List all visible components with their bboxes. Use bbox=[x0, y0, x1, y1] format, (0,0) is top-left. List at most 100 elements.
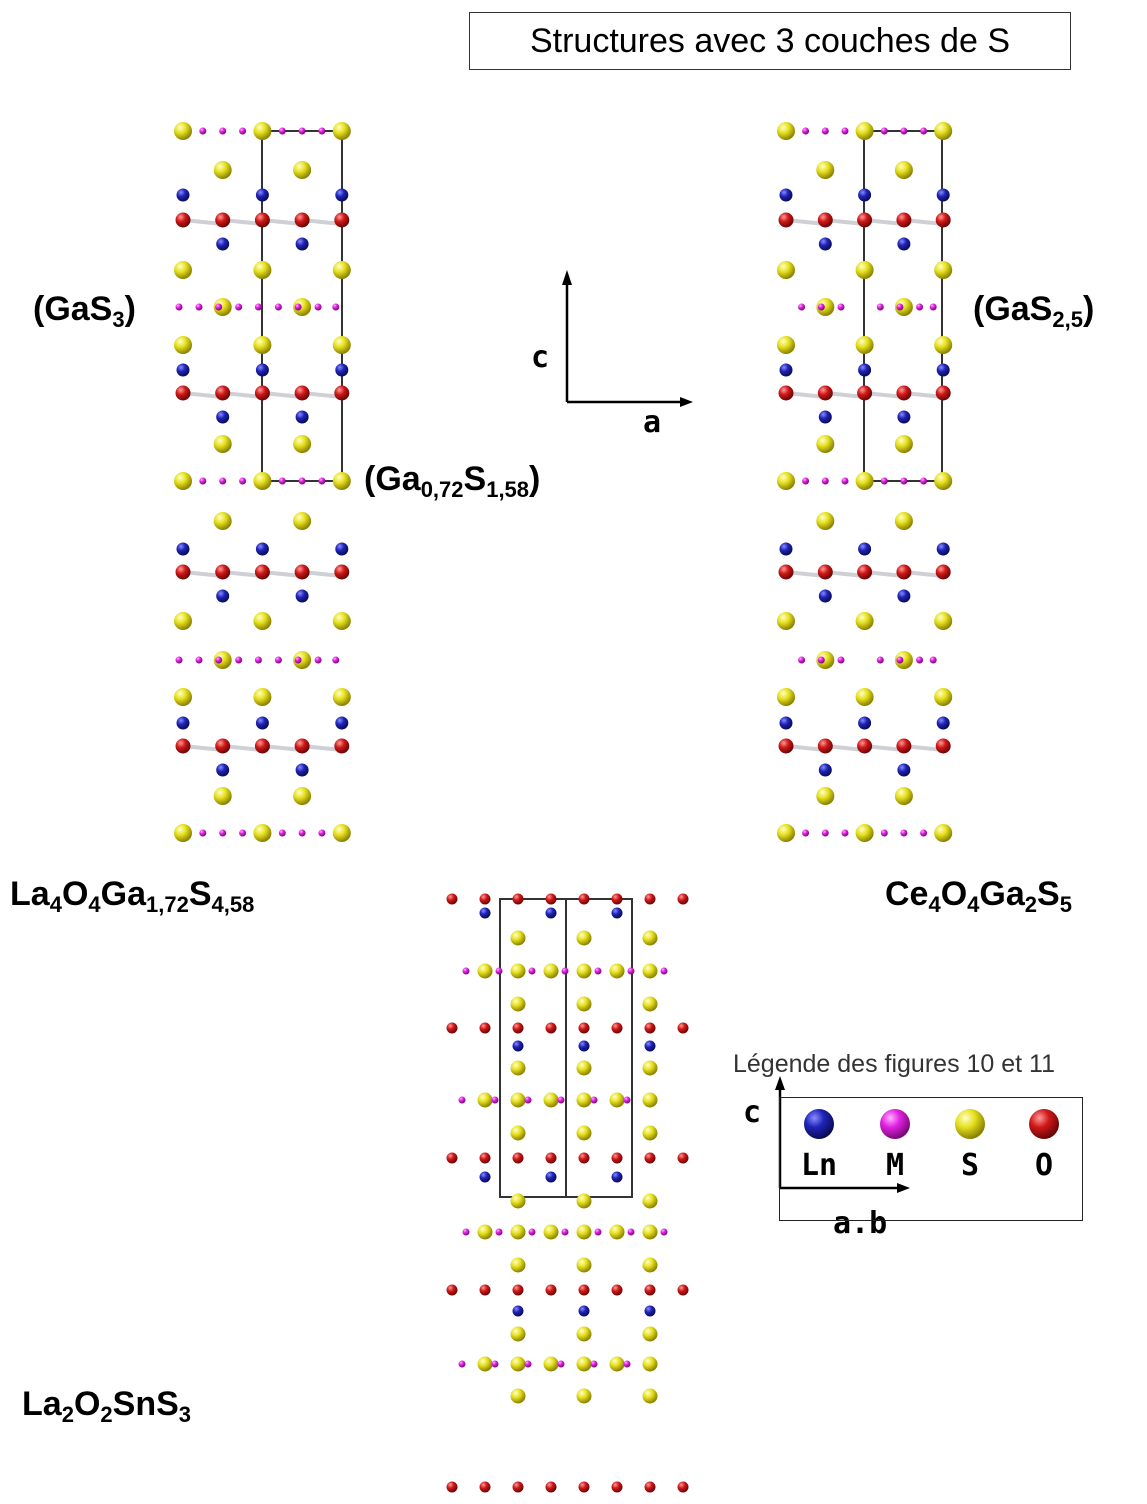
label-gas25: (GaS2,5) bbox=[973, 290, 1095, 332]
atom-s bbox=[816, 161, 835, 179]
atom-ln bbox=[578, 1305, 590, 1317]
atom-o bbox=[578, 1152, 590, 1164]
atom-m bbox=[627, 967, 635, 975]
atom-s bbox=[934, 472, 953, 490]
atom-m bbox=[298, 127, 306, 135]
atom-ln bbox=[779, 188, 793, 202]
atom-ln bbox=[216, 237, 230, 251]
atom-m bbox=[215, 656, 223, 664]
atom-s bbox=[576, 930, 592, 946]
atom-m bbox=[195, 303, 203, 311]
atom-o bbox=[294, 385, 310, 401]
atom-m bbox=[195, 656, 203, 664]
atom-s bbox=[174, 824, 192, 842]
atom-s bbox=[332, 336, 351, 354]
atom-ln bbox=[295, 589, 309, 603]
atom-s bbox=[777, 261, 795, 279]
atom-m bbox=[278, 477, 286, 485]
atom-o bbox=[294, 564, 310, 580]
atom-s bbox=[642, 930, 658, 946]
atom-o bbox=[479, 893, 491, 905]
atom-ln bbox=[216, 410, 230, 424]
atom-m bbox=[239, 829, 247, 837]
atom-o bbox=[817, 738, 833, 754]
atom-m bbox=[880, 829, 888, 837]
atom-m bbox=[314, 303, 322, 311]
legend-label: O bbox=[1034, 1148, 1054, 1183]
atom-s bbox=[576, 1356, 592, 1372]
atom-s bbox=[609, 963, 625, 979]
atom-ln bbox=[176, 188, 190, 202]
atom-ln bbox=[512, 1305, 524, 1317]
atom-m bbox=[458, 1360, 466, 1368]
axis-a-label: a bbox=[643, 405, 662, 440]
atom-s bbox=[576, 1092, 592, 1108]
atom-m bbox=[298, 829, 306, 837]
atom-m bbox=[239, 477, 247, 485]
atom-m bbox=[821, 477, 829, 485]
atom-m bbox=[594, 1228, 602, 1236]
axis-c-label: c bbox=[531, 340, 550, 375]
atom-s bbox=[576, 1193, 592, 1209]
atom-o bbox=[611, 1022, 623, 1034]
formula-la2o2sns3: La2O2SnS3 bbox=[22, 1385, 192, 1427]
atom-m bbox=[219, 127, 227, 135]
atom-m bbox=[876, 656, 884, 664]
atom-ln bbox=[578, 1040, 590, 1052]
atom-m bbox=[841, 477, 849, 485]
axes-top bbox=[562, 270, 693, 407]
atom-m bbox=[332, 303, 340, 311]
atom-s bbox=[576, 1060, 592, 1076]
atom-o bbox=[677, 1284, 689, 1296]
atom-m bbox=[916, 656, 924, 664]
atom-ln bbox=[611, 1171, 623, 1183]
atom-o bbox=[644, 893, 656, 905]
atom-ln bbox=[779, 363, 793, 377]
atom-m bbox=[900, 127, 908, 135]
atom-ln bbox=[479, 1171, 491, 1183]
atom-s bbox=[934, 688, 953, 706]
atom-m bbox=[802, 829, 810, 837]
axes-bottom bbox=[775, 1076, 910, 1193]
atom-m bbox=[627, 1228, 635, 1236]
atom-s bbox=[576, 1224, 592, 1240]
atom-m bbox=[561, 1228, 569, 1236]
atom-s bbox=[777, 336, 795, 354]
atom-o bbox=[935, 212, 951, 228]
atom-s bbox=[174, 261, 192, 279]
atom-o bbox=[817, 564, 833, 580]
atom-ln bbox=[858, 188, 872, 202]
atom-s bbox=[576, 1326, 592, 1342]
atom-m bbox=[524, 1360, 532, 1368]
atom-m bbox=[920, 477, 928, 485]
atom-s bbox=[477, 963, 493, 979]
atom-ln bbox=[176, 363, 190, 377]
atom-s bbox=[510, 930, 526, 946]
atom-s bbox=[332, 824, 351, 842]
atom-s bbox=[543, 1092, 559, 1108]
atom-m bbox=[802, 477, 810, 485]
atom-m bbox=[219, 477, 227, 485]
atom-ln bbox=[897, 589, 911, 603]
atom-o bbox=[512, 1022, 524, 1034]
atom-s bbox=[894, 651, 913, 669]
atom-s bbox=[934, 612, 953, 630]
atom-s bbox=[934, 336, 953, 354]
atom-s bbox=[477, 1092, 493, 1108]
atom-ln bbox=[818, 410, 832, 424]
atom-m bbox=[900, 829, 908, 837]
atom-m bbox=[590, 1096, 598, 1104]
formula-la4o4ga172s458: La4O4Ga1,72S4,58 bbox=[10, 875, 255, 917]
atom-s bbox=[855, 612, 874, 630]
atom-o bbox=[545, 1152, 557, 1164]
axis-c-label: c bbox=[743, 1095, 762, 1130]
atom-ln bbox=[545, 1171, 557, 1183]
atom-s bbox=[642, 1257, 658, 1273]
atom-o bbox=[512, 1284, 524, 1296]
atom-s bbox=[213, 161, 232, 179]
label-ga072s158: (Ga0,72S1,58) bbox=[364, 460, 541, 502]
atom-m bbox=[841, 829, 849, 837]
atom-s bbox=[213, 787, 232, 805]
atom-ln bbox=[897, 237, 911, 251]
